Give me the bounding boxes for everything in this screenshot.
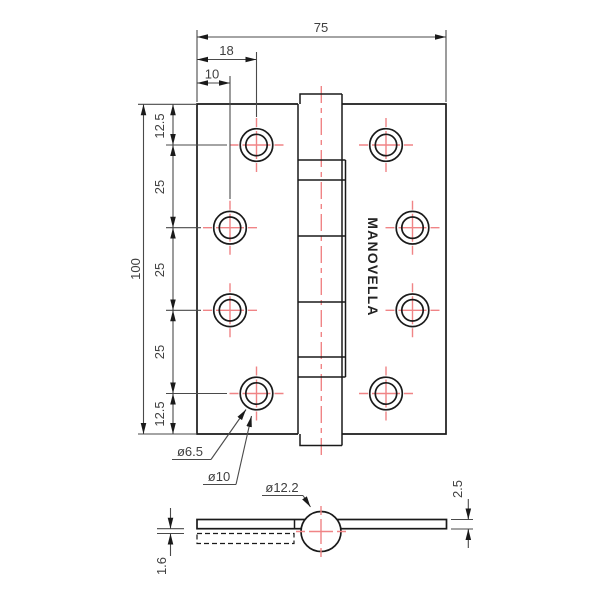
dim-height-label: 100 (128, 258, 143, 280)
dim-18-label: 18 (219, 43, 233, 58)
hole-outer-circle (212, 210, 248, 245)
plan-view: 75 18 10 100 (128, 20, 447, 486)
leader-line (235, 415, 253, 485)
dim-leaf-thickness: 2.5 (450, 480, 473, 548)
barrel (297, 93, 347, 447)
screw-hole-left-1 (229, 118, 284, 172)
dim-10-label: 10 (205, 67, 219, 82)
dim-width-label: 75 (314, 20, 328, 35)
leader-label-inner-dia: ø6.5 (177, 444, 203, 459)
hole-inner-circle (400, 298, 425, 322)
section-leaf-right (335, 518, 448, 530)
section-view: ø12.2 2.5 1.6 (154, 480, 473, 575)
knuckle-cap-bottom (299, 434, 342, 447)
hole-inner-circle (400, 216, 425, 240)
dim-hole-col-outer: 18 (197, 43, 258, 117)
hole-outer-circle (239, 127, 274, 163)
hole-inner-circle (374, 381, 398, 406)
hole-outer-circle (395, 210, 430, 245)
hole-outer-circle (368, 127, 404, 163)
hole-outer-circle (239, 376, 274, 411)
brand-text: MANOVELLA (365, 217, 381, 316)
dim-row-label-2: 25 (152, 263, 167, 277)
screw-hole-right-2 (385, 200, 440, 255)
dim-height: 100 (128, 103, 197, 435)
dim-gap: 1.6 (154, 508, 184, 575)
leader-line (302, 495, 311, 508)
dim-row-chain: 12.5 25 25 25 12.5 (152, 104, 227, 434)
screw-hole-right-4 (359, 366, 413, 421)
dim-row-label-0: 12.5 (152, 113, 167, 138)
dim-width: 75 (196, 20, 447, 102)
hole-outer-circle (368, 376, 404, 411)
leader-hole-outer-dia: ø10 (203, 415, 253, 486)
hole-inner-circle (374, 133, 398, 157)
screw-hole-right-3 (385, 283, 440, 338)
leader-line (210, 409, 247, 460)
knuckle-cap-top (299, 93, 342, 104)
screw-hole-right-1 (359, 118, 413, 172)
screw-hole-left-4 (229, 366, 284, 421)
dim-hole-col-inner: 10 (197, 67, 231, 199)
leader-label-barrel-dia: ø12.2 (265, 480, 298, 495)
dim-gap-label: 1.6 (154, 557, 169, 575)
screw-hole-left-3 (203, 283, 257, 338)
leader-barrel-dia: ø12.2 (262, 480, 311, 508)
hole-outer-circle (395, 293, 430, 328)
dim-row-label-3: 25 (152, 345, 167, 359)
leader-label-outer-dia: ø10 (208, 469, 230, 484)
screw-holes (203, 118, 440, 421)
leader-hole-inner-dia: ø6.5 (172, 409, 247, 461)
hole-inner-circle (218, 216, 242, 240)
hole-inner-circle (244, 133, 269, 157)
section-leaf-hidden (196, 532, 295, 545)
dim-row-label-1: 25 (152, 180, 167, 194)
section-leaf-left (196, 518, 309, 530)
hole-inner-circle (244, 381, 269, 406)
hole-inner-circle (218, 298, 242, 322)
screw-hole-left-2 (203, 200, 257, 255)
dim-thickness-label: 2.5 (450, 480, 465, 498)
dim-row-label-4: 12.5 (152, 401, 167, 426)
hole-outer-circle (212, 293, 248, 328)
